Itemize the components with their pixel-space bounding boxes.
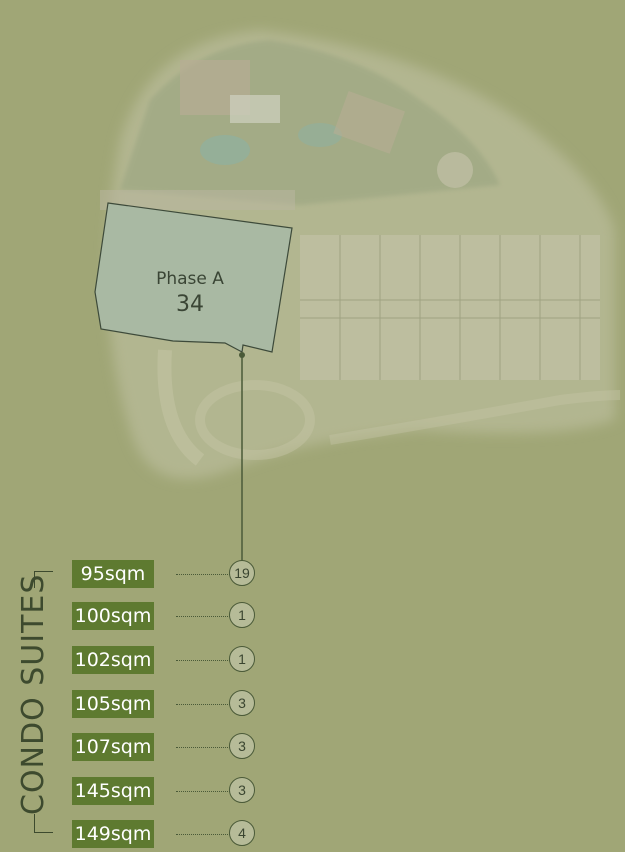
townhouse-blocks xyxy=(300,235,600,380)
unit-size-label: 107sqm xyxy=(72,733,154,761)
dotted-leader xyxy=(176,574,230,575)
unit-size-label: 105sqm xyxy=(72,690,154,718)
unit-count-badge: 4 xyxy=(229,820,255,846)
plaza xyxy=(437,152,473,188)
unit-count-badge: 3 xyxy=(229,733,255,759)
unit-size-label: 145sqm xyxy=(72,777,154,805)
unit-count-badge: 1 xyxy=(229,646,255,672)
unit-count-badge: 3 xyxy=(229,690,255,716)
bracket-top xyxy=(34,571,53,588)
pool-deck xyxy=(230,95,280,123)
pool xyxy=(200,135,250,165)
unit-count-badge: 1 xyxy=(229,602,255,628)
phase-a-label: Phase A xyxy=(156,269,224,289)
unit-size-label: 100sqm xyxy=(72,602,154,630)
unit-count-badge: 19 xyxy=(229,560,255,586)
dotted-leader xyxy=(176,791,230,792)
bracket-bottom xyxy=(34,814,53,833)
access-road xyxy=(157,349,205,466)
phase-a-count: 34 xyxy=(176,292,204,317)
spa-building xyxy=(333,90,406,154)
pool-2 xyxy=(298,123,342,147)
unit-size-label: 102sqm xyxy=(72,646,154,674)
dotted-leader xyxy=(176,834,230,835)
villa-row xyxy=(100,190,295,210)
phase-a-polygon[interactable] xyxy=(94,202,293,353)
dotted-leader xyxy=(176,704,230,705)
dotted-leader xyxy=(176,747,230,748)
unit-size-label: 95sqm xyxy=(72,560,154,588)
unit-size-label: 149sqm xyxy=(72,820,154,848)
dotted-leader xyxy=(176,660,230,661)
unit-count-badge: 3 xyxy=(229,777,255,803)
condo-suites-title: CONDO SUITES xyxy=(16,573,51,815)
dotted-leader xyxy=(176,616,230,617)
roundabout xyxy=(195,380,315,460)
coastal-road xyxy=(329,390,621,445)
